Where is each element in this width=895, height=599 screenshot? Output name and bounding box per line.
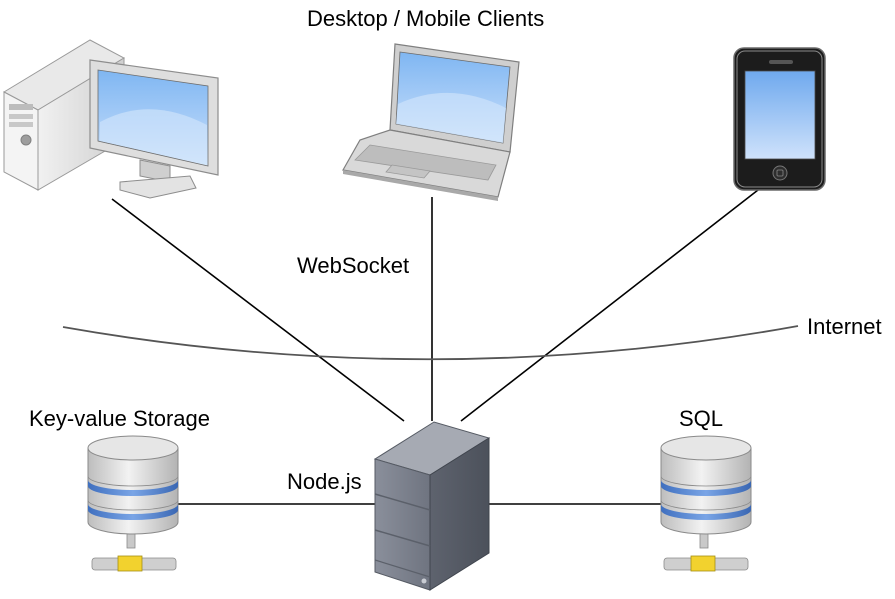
nodejs-label: Node.js bbox=[287, 469, 362, 494]
sql-label: SQL bbox=[679, 406, 724, 431]
websocket-label: WebSocket bbox=[297, 253, 410, 278]
desktop-to-server-line bbox=[111, 198, 405, 422]
clients-title-label: Desktop / Mobile Clients bbox=[307, 6, 545, 31]
internet-boundary-curve bbox=[62, 325, 799, 361]
laptop-icon bbox=[342, 43, 520, 201]
internet-label: Internet bbox=[807, 314, 882, 339]
smartphone-icon bbox=[733, 47, 826, 191]
key-value-storage-label: Key-value Storage bbox=[29, 406, 210, 431]
desktop-computer-icon bbox=[2, 39, 219, 199]
server-tower-icon bbox=[373, 421, 491, 591]
sql-database-icon bbox=[660, 435, 752, 572]
phone-to-server-line bbox=[460, 189, 759, 422]
kv-database-icon bbox=[87, 435, 179, 572]
